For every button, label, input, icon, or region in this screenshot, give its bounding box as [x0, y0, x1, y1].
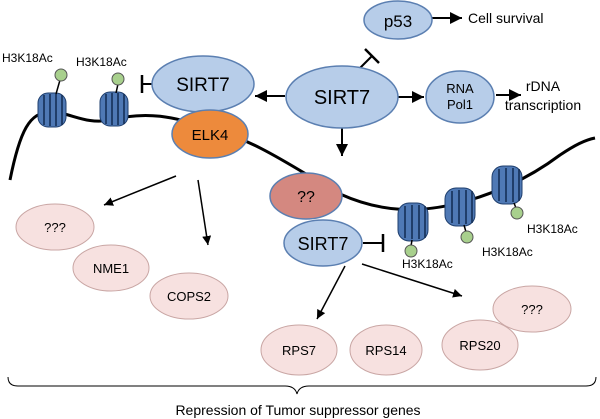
sirt7-lower-node: SIRT7	[283, 219, 363, 267]
gene-label: NME1	[93, 261, 129, 276]
repression-brace	[7, 376, 597, 395]
arrow-elk4-to-cops2	[197, 179, 212, 246]
unknown-factor-label: ??	[297, 189, 315, 206]
nucleosome-right-1	[397, 202, 429, 242]
rdna-label-line1: rDNA	[526, 78, 561, 94]
h3k18ac-label-right-2: H3K18Ac	[482, 245, 533, 259]
nucleosome-left-2	[99, 91, 129, 127]
h3k18ac-label-left-2: H3K18Ac	[76, 55, 127, 69]
nucleosome-left-1	[37, 92, 67, 128]
arrow-sirt7-lower-to-rps7	[316, 265, 346, 320]
sirt7-left-node: SIRT7	[151, 55, 255, 113]
elk4-node: ELK4	[171, 109, 249, 159]
nucleosome-right-3	[491, 165, 523, 205]
gene-node: RPS7	[260, 324, 338, 376]
gene-node: ???	[492, 285, 572, 333]
sirt7-lower-label: SIRT7	[298, 234, 349, 254]
gene-node: ???	[15, 203, 95, 251]
gene-node: RPS20	[441, 319, 519, 371]
gene-node: COPS2	[149, 272, 229, 320]
gene-label: RPS20	[459, 338, 500, 353]
p53-node: p53	[363, 0, 433, 40]
arrow-elk4-to-unknown-gene	[103, 175, 177, 206]
sirt7-center-label: SIRT7	[314, 87, 370, 109]
acetyl-mark-left-2	[111, 72, 125, 86]
gene-label: RPS7	[282, 343, 316, 358]
elk4-label: ELK4	[192, 127, 229, 144]
rna-pol1-label-line2: Pol1	[447, 97, 473, 112]
gene-label: ???	[44, 220, 66, 235]
gene-label: COPS2	[167, 289, 211, 304]
cell-survival-label: Cell survival	[468, 10, 543, 26]
inhibit-sirt7-lower-to-acetyl	[363, 234, 385, 252]
gene-node: RPS14	[349, 324, 423, 376]
sirt7-center-node: SIRT7	[285, 65, 399, 129]
footer-caption: Repression of Tumor suppressor genes	[175, 402, 420, 418]
unknown-factor-node: ??	[269, 172, 343, 220]
gene-node: NME1	[72, 244, 150, 292]
arrow-sirt7-lower-to-rps-unknown	[361, 263, 463, 298]
rdna-label-line2: transcription	[505, 97, 581, 113]
gene-label: ???	[521, 302, 543, 317]
acetyl-mark-left-1	[54, 68, 68, 82]
h3k18ac-label-left-1: H3K18Ac	[2, 51, 53, 65]
acetyl-mark-right-2	[460, 230, 474, 244]
nucleosome-right-2	[444, 187, 476, 227]
sirt7-left-label: SIRT7	[176, 75, 230, 96]
rna-pol1-node: RNA Pol1	[425, 70, 495, 124]
acetyl-mark-right-3	[510, 206, 524, 220]
h3k18ac-label-right-3: H3K18Ac	[527, 222, 578, 236]
h3k18ac-label-right-1: H3K18Ac	[402, 257, 453, 271]
gene-label: RPS14	[365, 343, 406, 358]
acetyl-mark-right-1	[404, 244, 418, 258]
rna-pol1-label-line1: RNA	[446, 81, 474, 96]
p53-label: p53	[384, 12, 412, 31]
